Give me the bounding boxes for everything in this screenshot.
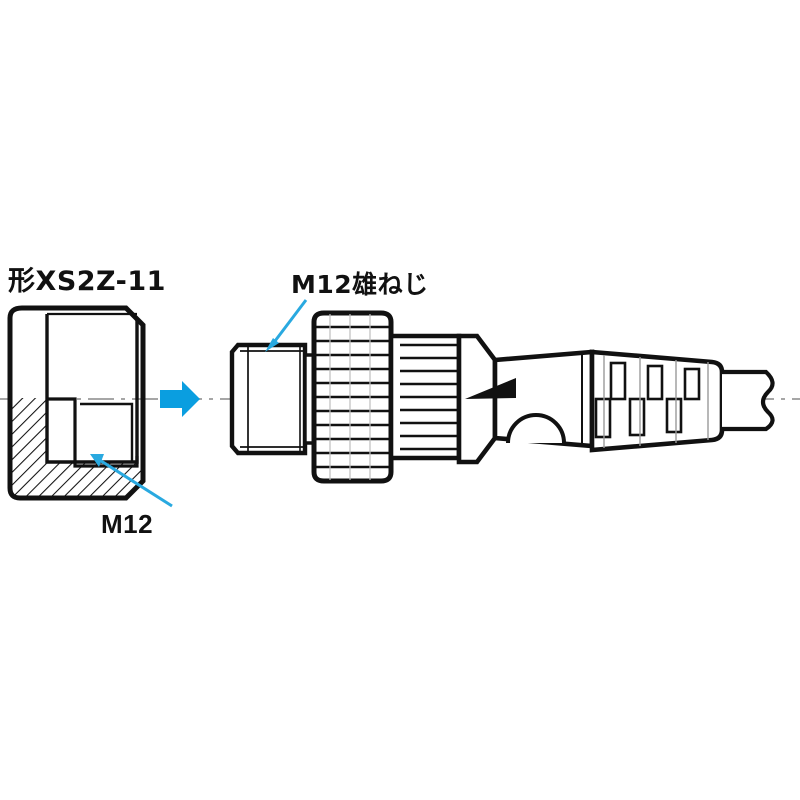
grip-sleeve-ribs: [400, 343, 459, 451]
connector-body: [456, 333, 595, 465]
cap-internal-thread-step: [47, 397, 139, 468]
cable: [722, 369, 775, 432]
keying-triangle-icon: [465, 378, 516, 399]
label-cap-thread: M12: [101, 509, 154, 539]
connector-assembly: [229, 310, 775, 484]
coupling-nut-knurl: [314, 314, 390, 480]
dome-boss: [506, 413, 566, 444]
cap-chamfer-top: [125, 307, 138, 320]
label-male-thread: M12雄ねじ: [291, 270, 429, 299]
connector-threaded-nose: [229, 342, 308, 456]
cap-inner-wall: [45, 314, 139, 464]
cap-outer-outline: [7, 305, 146, 501]
coupling-nut: [311, 310, 394, 484]
cap-chamfer-bottom: [125, 486, 138, 499]
grip-pads: [594, 355, 709, 448]
assembly-arrow-icon: [160, 381, 200, 417]
grip-sleeve: [388, 333, 462, 461]
cap-cavity-edge: [80, 402, 134, 461]
protective-cap: [7, 305, 146, 501]
leader-m12: [90, 454, 173, 508]
label-cap-model: 形XS2Z-11: [8, 266, 166, 297]
strain-relief-grip: [589, 349, 725, 453]
cap-section-hatching: [12, 398, 142, 496]
leader-male-thread: [265, 299, 308, 352]
